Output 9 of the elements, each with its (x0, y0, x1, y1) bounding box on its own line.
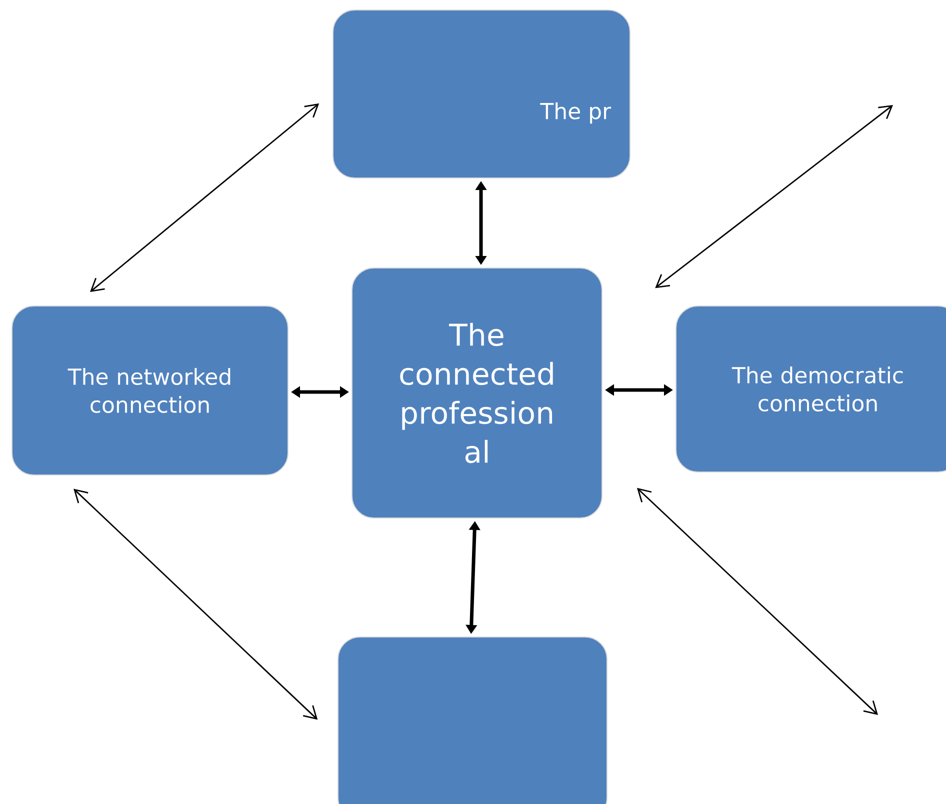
arrow (636, 488, 878, 715)
process-box: The networked connection (12, 306, 288, 476)
arrow (90, 103, 320, 292)
process-box: The connected profession al (352, 268, 602, 518)
process-box: The pr (332, 10, 630, 178)
arrow (655, 105, 893, 288)
arrow (74, 488, 318, 720)
process-box: The democratic connection (676, 306, 946, 472)
process-box (338, 636, 608, 804)
